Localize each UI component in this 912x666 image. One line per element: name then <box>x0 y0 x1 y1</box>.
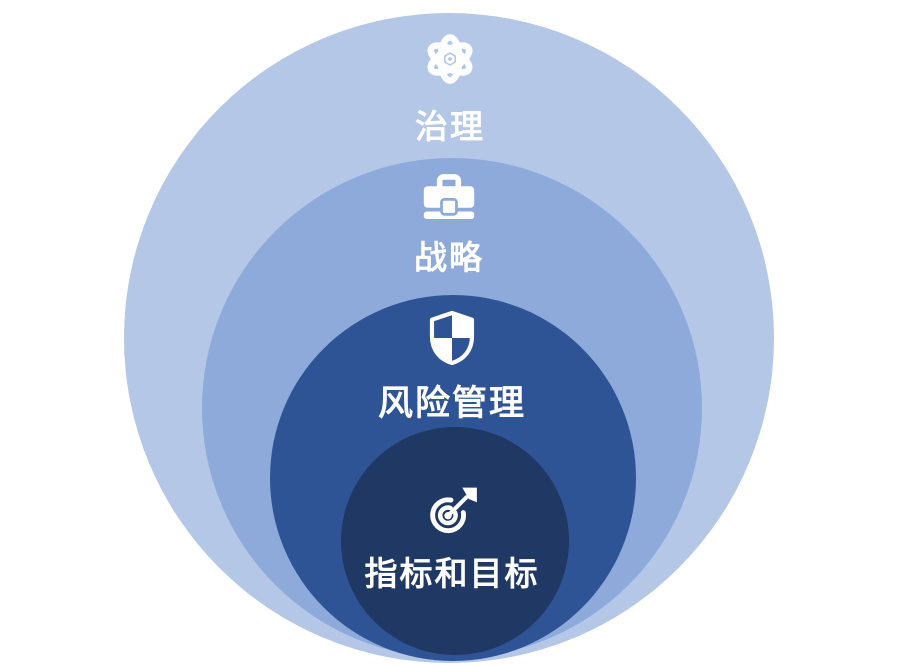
layer-governance: 治理 <box>415 31 485 148</box>
circle-metrics <box>341 427 569 655</box>
layer-strategy: 战略 <box>414 174 484 279</box>
layer-metrics: 指标和目标 <box>365 486 540 595</box>
atom-icon <box>422 31 478 87</box>
layer-risk: 风险管理 <box>378 311 526 426</box>
layer-label-risk: 风险管理 <box>377 384 527 423</box>
briefcase-icon <box>421 174 477 221</box>
target-arrow-icon <box>426 486 478 538</box>
shield-check-icon <box>427 311 477 365</box>
layer-label-governance: 治理 <box>415 108 485 145</box>
layer-label-metrics: 指标和目标 <box>364 555 540 592</box>
layer-label-strategy: 战略 <box>414 239 484 276</box>
